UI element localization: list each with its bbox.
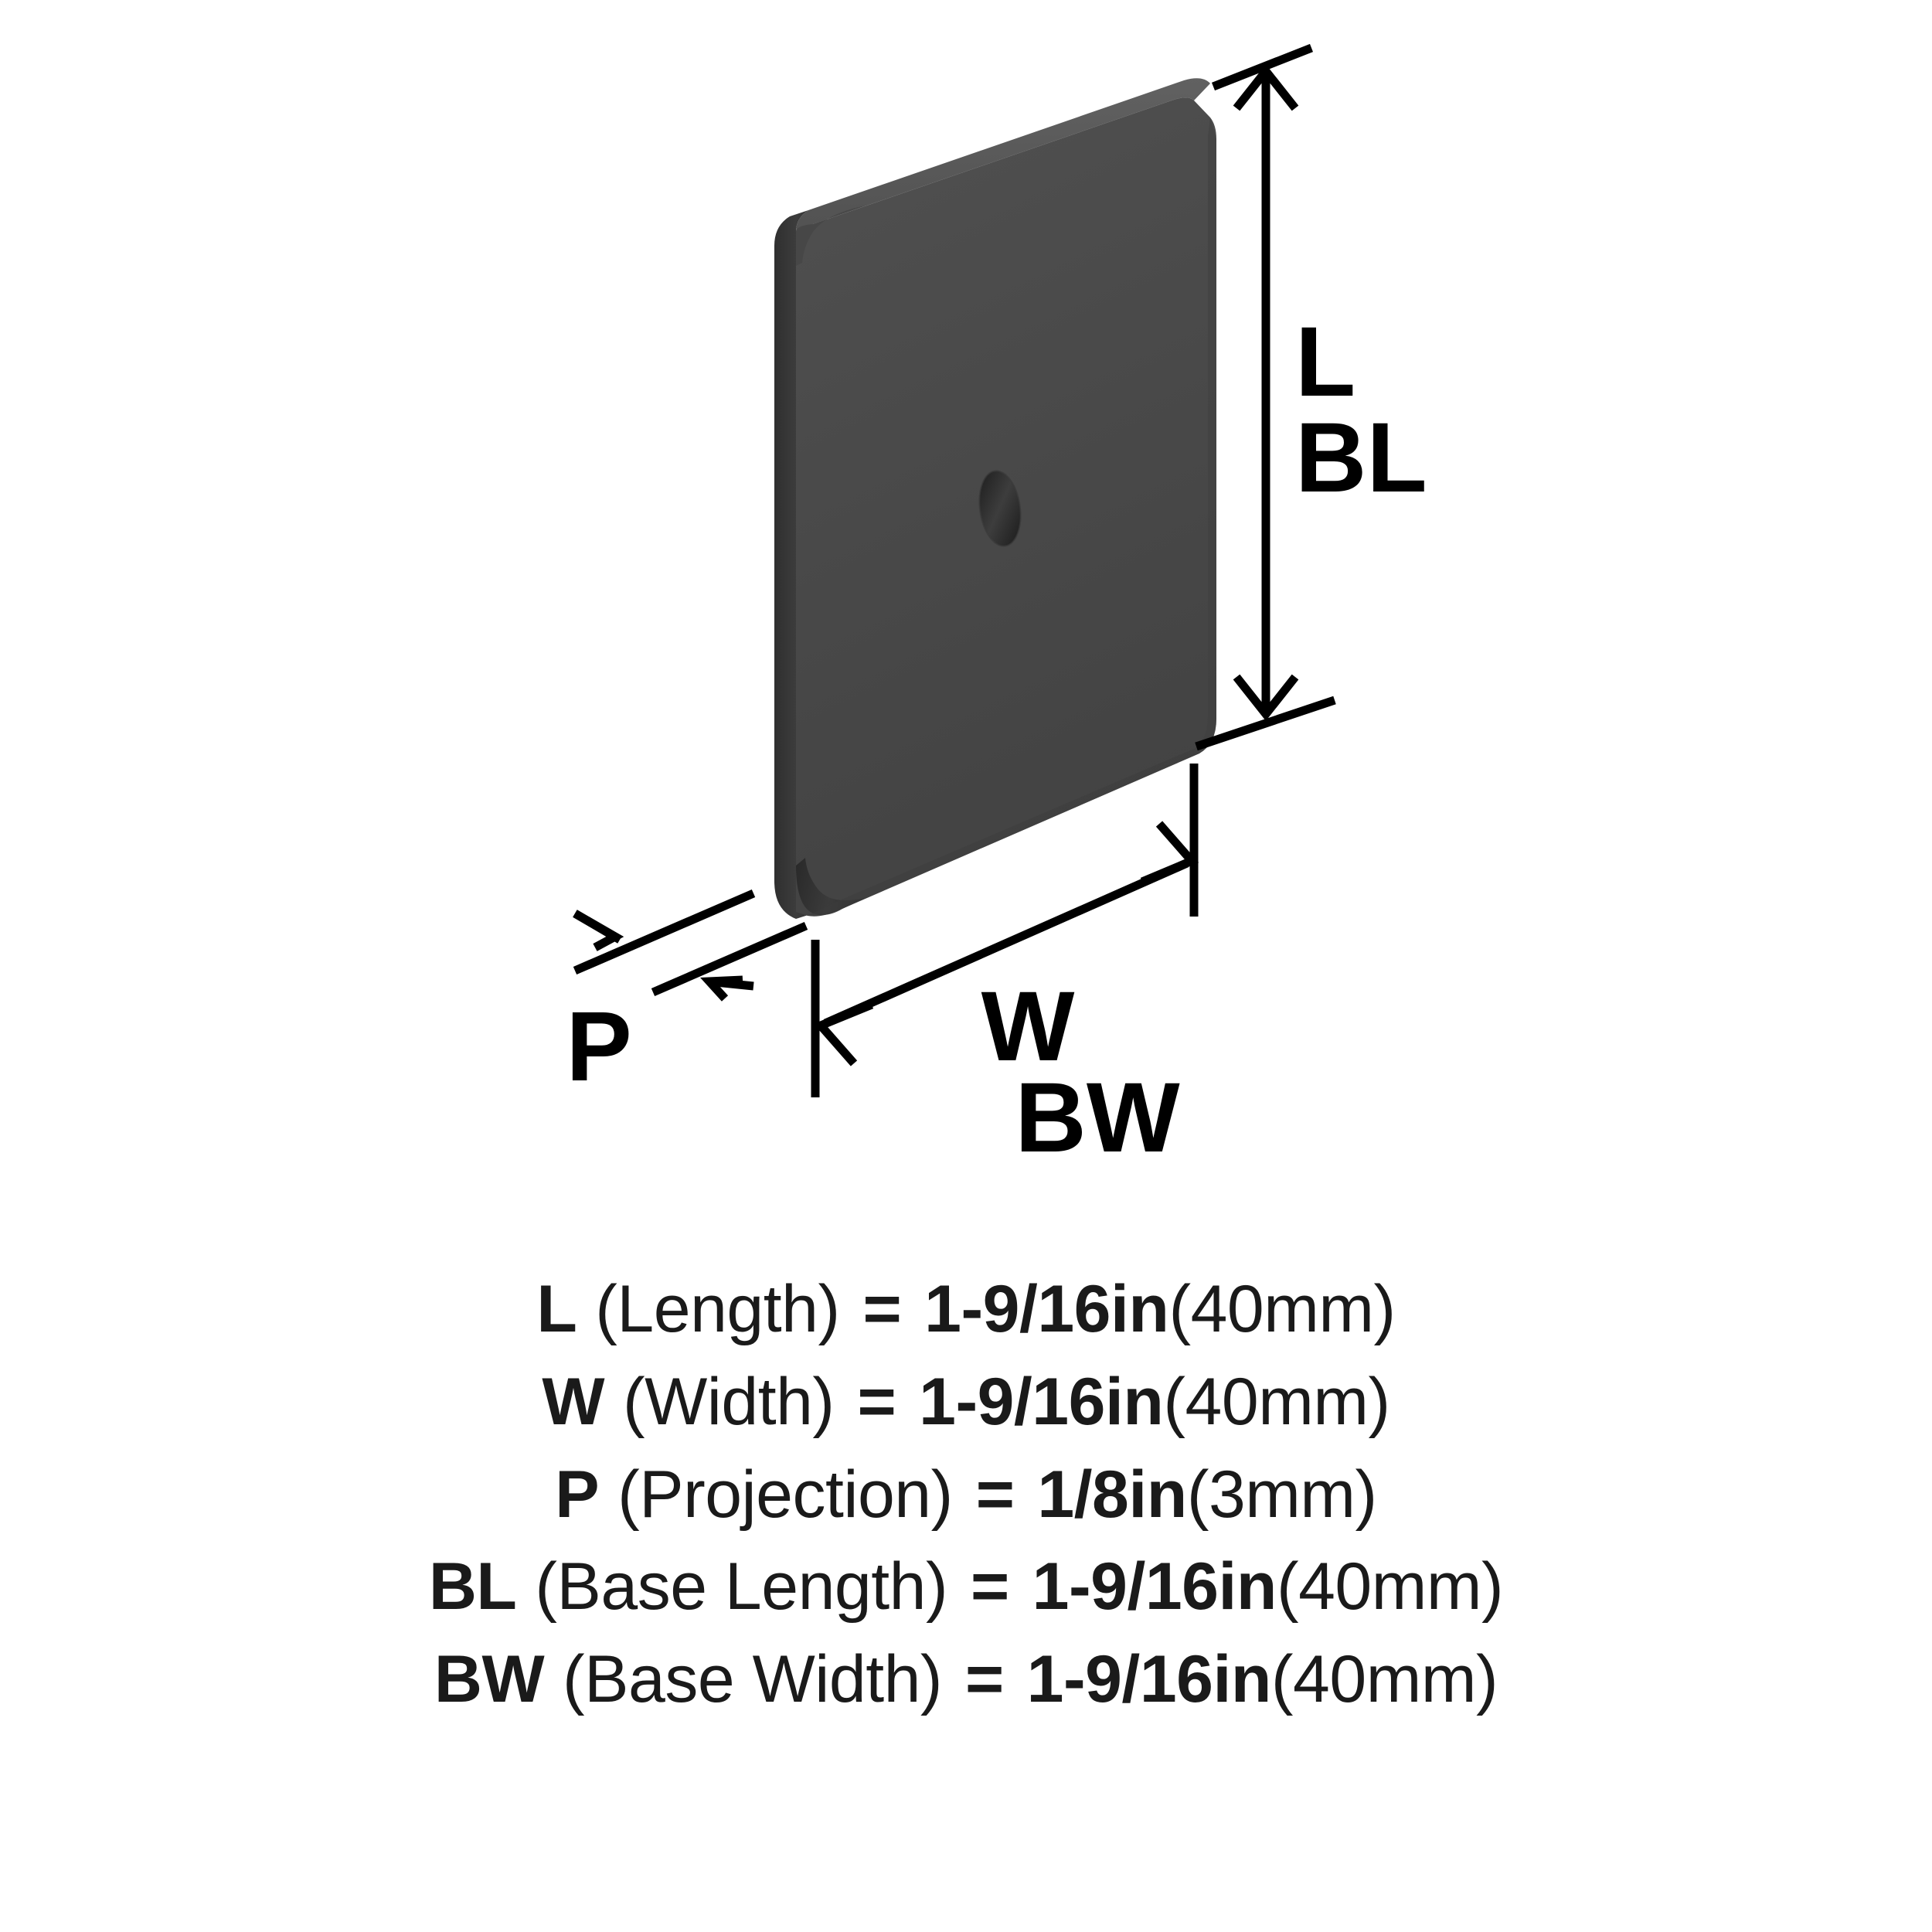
width-arrowhead-left — [813, 1000, 874, 1066]
projection-extension-line-lower — [651, 921, 808, 997]
legend-name-L: (Length) — [595, 1272, 840, 1346]
legend-name-P: (Projection) — [617, 1457, 953, 1532]
legend-name-BW: (Base Width) — [563, 1642, 943, 1717]
center-mounting-hole-rim — [978, 470, 1022, 547]
width-arrowhead-right — [1140, 821, 1199, 886]
plate-right-edge-highlight — [1194, 117, 1216, 753]
label-width-BW: BW — [1015, 1063, 1179, 1173]
legend-row-width: W (Width) = 1-9/16in(40mm) — [0, 1356, 1932, 1449]
legend-symbol-BL: BL — [428, 1549, 517, 1624]
length-dimension-group — [1195, 43, 1336, 751]
legend-equals-P: = — [975, 1457, 1015, 1532]
legend-name-W: (Width) — [622, 1364, 835, 1439]
legend-row-base-width: BW (Base Width) = 1-9/16in(40mm) — [0, 1634, 1932, 1726]
plate-bottom-edge-shading — [808, 749, 1199, 916]
length-arrowheads — [1233, 64, 1299, 721]
legend-name-BL: (Base Length) — [535, 1549, 948, 1624]
legend-equals-W: = — [857, 1364, 896, 1439]
legend-value-BL: 1-9/16in — [1032, 1549, 1277, 1624]
legend-row-length: L (Length) = 1-9/16in(40mm) — [0, 1264, 1932, 1356]
label-length-BL: BL — [1295, 403, 1427, 513]
product-diagram: L BL W BW — [566, 43, 1427, 1173]
legend-symbol-P: P — [555, 1457, 600, 1532]
length-extension-line-top — [1211, 43, 1314, 91]
width-dimension-group — [811, 764, 1199, 1097]
legend-equals-BL: = — [971, 1549, 1009, 1624]
label-width-W: W — [981, 971, 1075, 1082]
center-mounting-hole — [979, 471, 1021, 546]
legend-metric-W: (40mm) — [1163, 1364, 1390, 1439]
legend-row-projection: P (Projection) = 1/8in(3mm) — [0, 1449, 1932, 1542]
label-length-L: L — [1295, 307, 1355, 417]
projection-arrow-tail-inner — [707, 977, 754, 991]
legend-symbol-L: L — [536, 1272, 577, 1346]
label-projection-P: P — [566, 992, 631, 1102]
legend-value-BW: 1-9/16in — [1026, 1642, 1272, 1717]
plate-left-side-face — [774, 210, 813, 919]
legend-symbol-BW: BW — [434, 1642, 545, 1717]
projection-arrow-tail-outer — [573, 910, 622, 944]
width-dimension-line — [823, 859, 1189, 1028]
projection-extension-line-upper — [573, 889, 756, 975]
length-extension-line-bottom — [1195, 696, 1336, 751]
legend-metric-BL: (40mm) — [1276, 1549, 1504, 1624]
projection-arrowheads — [573, 910, 754, 1002]
legend-row-base-length: BL (Base Length) = 1-9/16in(40mm) — [0, 1541, 1932, 1634]
plate-top-left-corner — [796, 206, 866, 266]
legend-equals-L: = — [862, 1272, 902, 1346]
legend-metric-BW: (40mm) — [1270, 1642, 1498, 1717]
dimension-legend: L (Length) = 1-9/16in(40mm) W (Width) = … — [0, 1264, 1932, 1726]
plate-top-bevel — [796, 78, 1210, 233]
legend-symbol-W: W — [542, 1364, 605, 1439]
legend-equals-BW: = — [964, 1642, 1004, 1717]
legend-metric-L: (40mm) — [1168, 1272, 1396, 1346]
plate-body — [774, 78, 1216, 919]
width-arrowheads — [813, 821, 1199, 1066]
projection-dimension-group — [573, 889, 808, 997]
legend-value-W: 1-9/16in — [919, 1364, 1164, 1439]
length-arrowhead-top — [1233, 64, 1299, 111]
length-arrowhead-bottom — [1233, 674, 1299, 721]
legend-metric-P: (3mm) — [1186, 1457, 1377, 1532]
legend-value-P: 1/8in — [1037, 1457, 1187, 1532]
product-illustration: L BL W BW — [566, 43, 1427, 1173]
legend-value-L: 1-9/16in — [924, 1272, 1169, 1346]
